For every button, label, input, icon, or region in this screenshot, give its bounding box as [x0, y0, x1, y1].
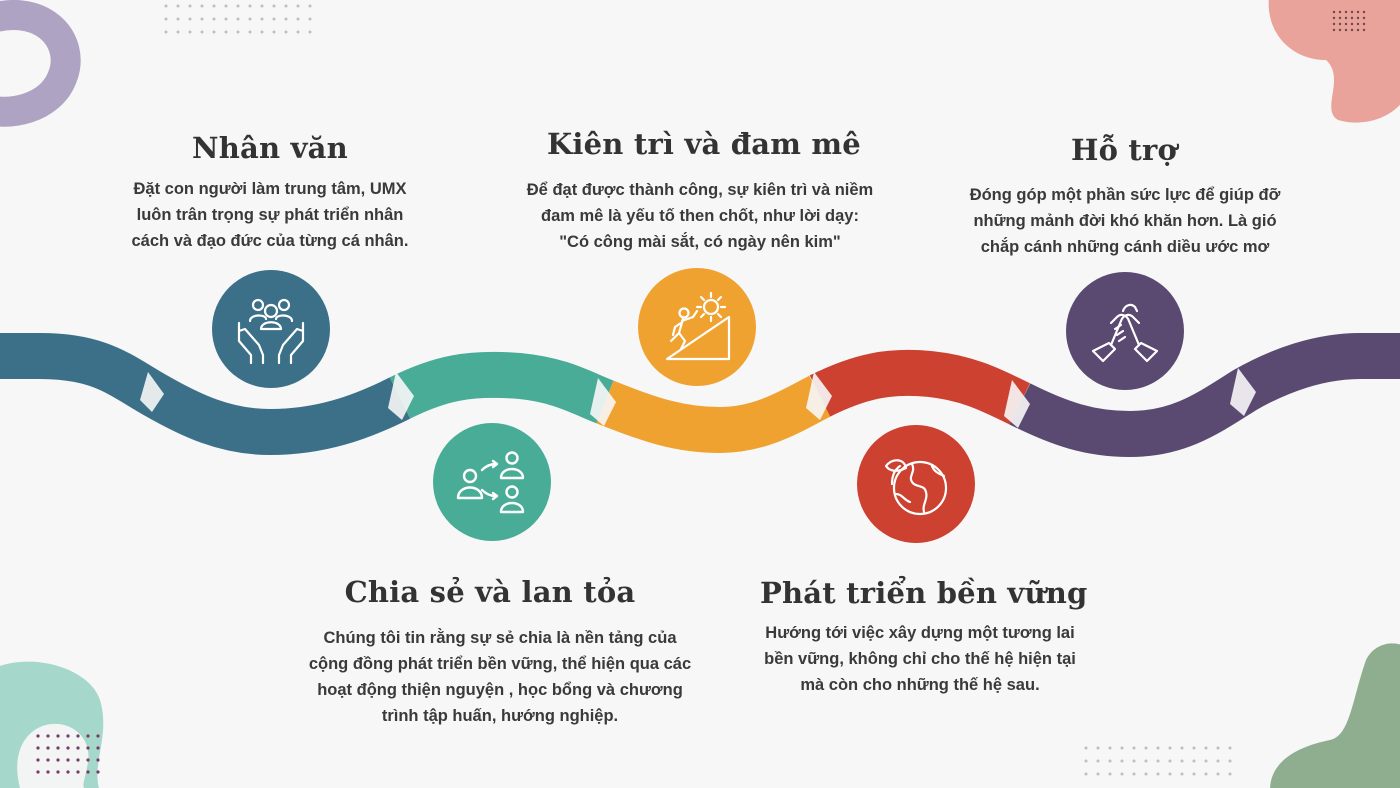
item-title-nhan-van: Nhân văn: [192, 131, 348, 165]
circle-chia-se: [433, 423, 551, 541]
earth-leaf-icon: [884, 459, 948, 516]
item-title-phat-trien: Phát triển bền vững: [760, 576, 1088, 610]
ribbon-segment-purple: [1009, 333, 1400, 458]
pink-blob-decoration: [1268, 0, 1400, 123]
dot-pattern-top-right: [1332, 10, 1366, 32]
ribbon-folds: [140, 368, 1256, 428]
ribbon-segment-teal: [389, 351, 614, 424]
dot-pattern-top: [164, 4, 312, 34]
climb-gear-icon: [665, 291, 731, 361]
item-description-phat-trien: Hướng tới việc xây dựng một tương lai bề…: [764, 624, 1076, 694]
item-description-nhan-van: Đặt con người làm trung tâm, UMX luôn tr…: [131, 180, 409, 250]
swirl-decoration: [0, 0, 81, 127]
ribbon-segment-red: [809, 349, 1030, 425]
ribbon-segment-blue: [0, 333, 411, 456]
item-title-chia-se: Chia sẻ và lan tỏa: [344, 575, 636, 609]
circle-nhan-van: [212, 270, 330, 388]
circle-phat-trien: [857, 425, 975, 543]
share-people-icon: [456, 451, 525, 514]
item-description-ho-tro: Đóng góp một phần sức lực để giúp đỡ nhữ…: [969, 186, 1281, 256]
item-title-kien-tri: Kiên trì và đam mê: [547, 127, 861, 161]
circle-kien-tri: [638, 268, 756, 386]
handshake-icon: [1091, 303, 1159, 363]
white-blob-decoration: [17, 723, 89, 788]
circle-ho-tro: [1066, 272, 1184, 390]
dot-pattern-bottom-left: [36, 734, 100, 774]
dot-pattern-bottom-right: [1084, 746, 1232, 776]
item-description-chia-se: Chúng tôi tin rằng sự sẻ chia là nền tản…: [308, 629, 692, 725]
ribbon-segment-orange: [596, 375, 831, 454]
ribbon: [0, 333, 1400, 458]
people-hands-icon: [237, 298, 305, 365]
green-blob-decoration: [1270, 643, 1400, 788]
item-title-ho-tro: Hỗ trợ: [1070, 133, 1178, 167]
item-description-kien-tri: Để đạt được thành công, sự kiên trì và n…: [526, 181, 874, 251]
